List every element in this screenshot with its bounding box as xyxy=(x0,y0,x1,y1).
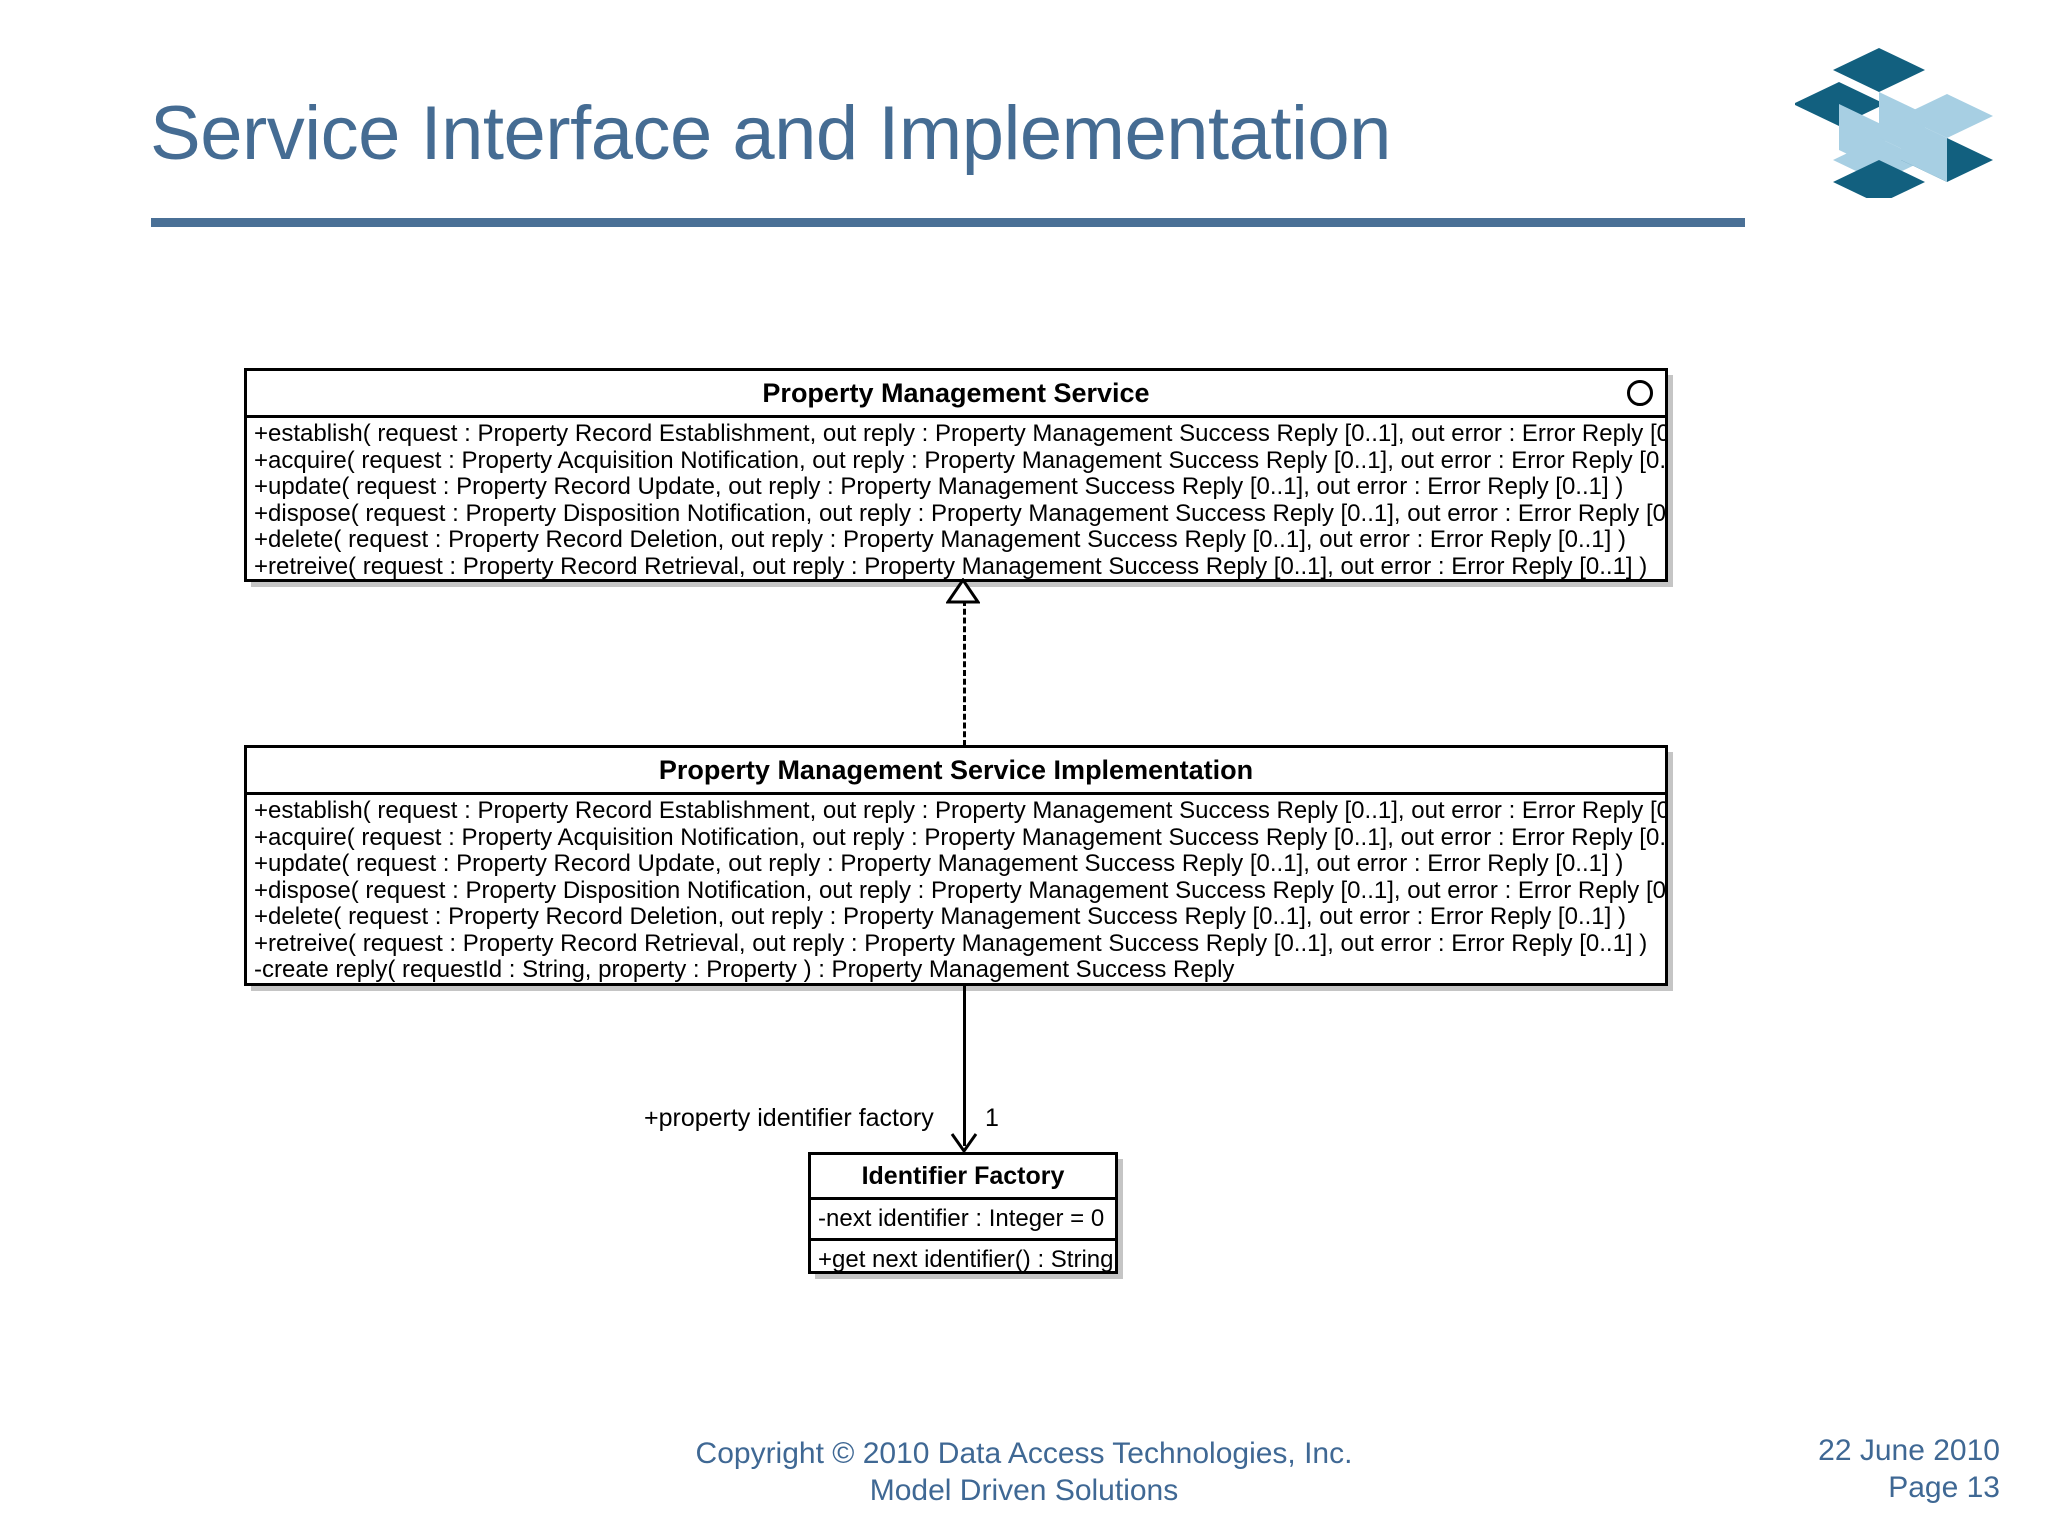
realization-dashed-line xyxy=(963,600,966,746)
interface-ball-icon xyxy=(1627,380,1653,406)
uml-operation: +delete( request : Property Record Delet… xyxy=(254,527,1626,553)
uml-attribute: -next identifier : Integer = 0 xyxy=(818,1205,1105,1232)
footer-copyright-line2: Model Driven Solutions xyxy=(869,1474,1179,1507)
uml-operations-compartment: +get next identifier() : String xyxy=(811,1238,1115,1279)
uml-class-property-management-service[interactable]: Property Management Service +establish( … xyxy=(244,368,1668,582)
uml-class-name: Property Management Service xyxy=(762,378,1150,408)
uml-operation: +acquire( request : Property Acquisition… xyxy=(254,824,1665,851)
realization-hollow-triangle-icon xyxy=(945,577,981,604)
uml-operation: +dispose( request : Property Disposition… xyxy=(254,500,1665,527)
uml-operation: +delete( request : Property Record Delet… xyxy=(254,904,1626,930)
uml-operation: -create reply( requestId : String, prope… xyxy=(254,957,1235,983)
uml-operation: +get next identifier() : String xyxy=(818,1246,1114,1273)
association-multiplicity-label: 1 xyxy=(985,1104,999,1132)
uml-operation: +acquire( request : Property Acquisition… xyxy=(254,447,1665,474)
uml-class-title: Property Management Service xyxy=(247,371,1665,415)
uml-class-name: Property Management Service Implementati… xyxy=(658,755,1254,785)
footer-page-number: Page 13 xyxy=(1888,1471,2000,1504)
uml-operation: +dispose( request : Property Disposition… xyxy=(254,877,1665,904)
uml-operation: +retreive( request : Property Record Ret… xyxy=(254,930,1648,957)
uml-class-property-management-service-implementation[interactable]: Property Management Service Implementati… xyxy=(244,745,1668,986)
uml-class-title: Property Management Service Implementati… xyxy=(247,748,1665,792)
footer-copyright: Copyright © 2010 Data Access Technologie… xyxy=(0,1435,2048,1509)
uml-operation: +establish( request : Property Record Es… xyxy=(254,421,1665,447)
uml-class-identifier-factory[interactable]: Identifier Factory -next identifier : In… xyxy=(808,1152,1118,1274)
uml-operation: +update( request : Property Record Updat… xyxy=(254,474,1624,500)
uml-operations-compartment: +establish( request : Property Record Es… xyxy=(247,792,1665,989)
association-open-arrow-icon xyxy=(946,1124,982,1154)
uml-operations-compartment: +establish( request : Property Record Es… xyxy=(247,415,1665,585)
uml-operation: +retreive( request : Property Record Ret… xyxy=(254,553,1648,580)
association-role-label: +property identifier factory xyxy=(644,1104,934,1132)
uml-operation: +update( request : Property Record Updat… xyxy=(254,851,1624,877)
page-title: Service Interface and Implementation xyxy=(150,91,1391,176)
uml-operation: +establish( request : Property Record Es… xyxy=(254,798,1665,824)
association-line xyxy=(963,986,966,1146)
footer-date: 22 June 2010 xyxy=(1818,1434,2000,1467)
title-underline-rule xyxy=(151,218,1745,227)
data-access-technologies-logo xyxy=(1793,38,2001,204)
footer-meta: 22 June 2010 Page 13 xyxy=(1818,1432,2000,1506)
footer-copyright-line1: Copyright © 2010 Data Access Technologie… xyxy=(695,1437,1353,1470)
uml-class-title: Identifier Factory xyxy=(811,1155,1115,1197)
uml-attributes-compartment: -next identifier : Integer = 0 xyxy=(811,1197,1115,1238)
uml-class-name: Identifier Factory xyxy=(861,1162,1065,1190)
